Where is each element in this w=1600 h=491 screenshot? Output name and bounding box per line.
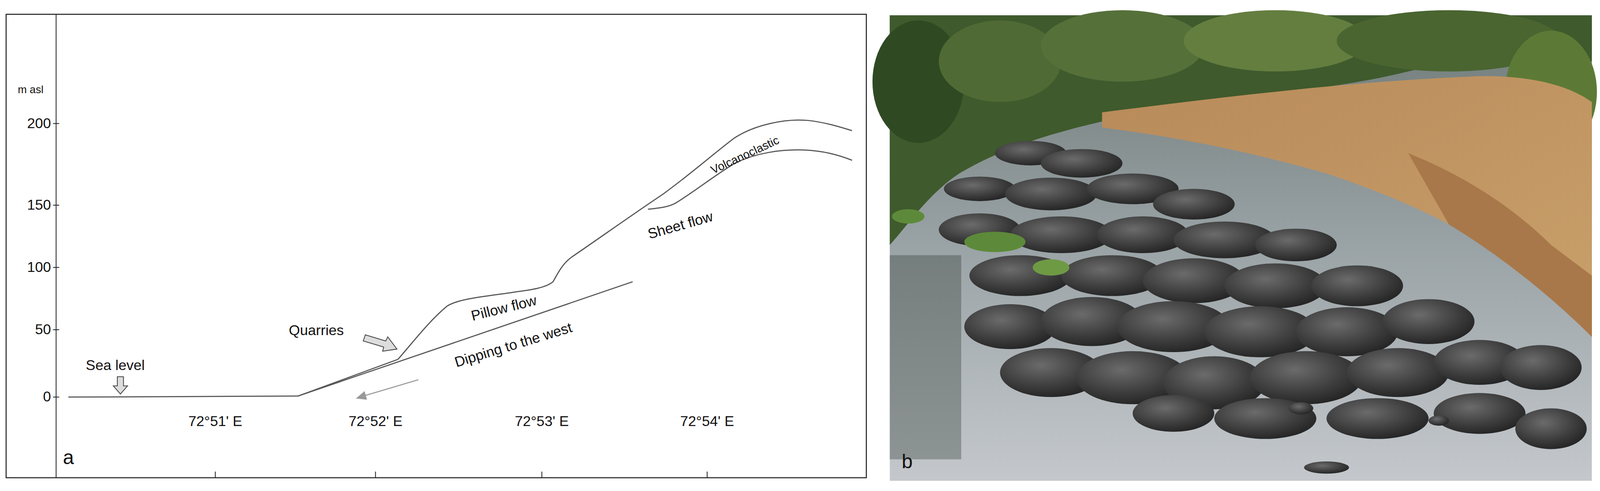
axis-value: 72°52' E bbox=[348, 413, 403, 430]
feature-label: Quarries bbox=[288, 322, 345, 339]
axis-unit: m asl bbox=[17, 83, 44, 96]
feature-label: Sea level bbox=[86, 357, 146, 374]
axis-value: 200 bbox=[27, 115, 52, 132]
axis-value: 72°54' E bbox=[680, 413, 735, 430]
axis-value: 50 bbox=[34, 321, 52, 338]
axis-value: 72°51' E bbox=[188, 413, 242, 430]
axis-value: 100 bbox=[27, 259, 52, 276]
panel-letter: a bbox=[62, 446, 74, 468]
axis-value: 0 bbox=[43, 389, 52, 405]
panel-letter: b bbox=[901, 450, 913, 472]
axis-value: 150 bbox=[27, 197, 52, 213]
axis-value: 72°53' E bbox=[514, 413, 569, 430]
